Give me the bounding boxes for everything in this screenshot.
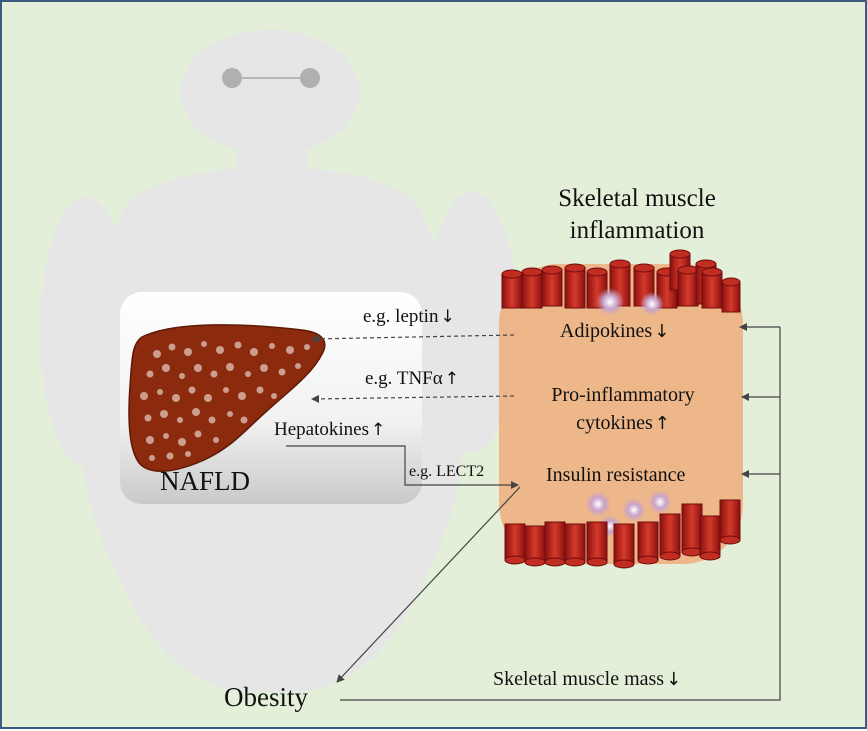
tnfa-arrow	[311, 394, 515, 403]
up-arrow-icon: ↑	[370, 420, 386, 440]
muscle-title-line1: Skeletal muscle	[558, 185, 716, 212]
tnfa-text: e.g. TNFα	[365, 368, 443, 389]
insulin-resistance-label: Insulin resistance	[546, 464, 686, 486]
tnfa-label: e.g. TNFα↑	[365, 368, 460, 390]
down-arrow-icon: ↓	[440, 307, 455, 327]
lect2-label: e.g. LECT2	[409, 463, 485, 480]
proinflammatory-line1: Pro-inflammatory	[551, 384, 695, 406]
hepatokine-arrow	[286, 445, 519, 489]
muscle-fibers-bottom	[504, 499, 741, 569]
liver-icon	[128, 324, 326, 472]
leptin-label: e.g. leptin↓	[363, 306, 455, 328]
muscle-title-line2: inflammation	[569, 216, 705, 244]
down-arrow-icon: ↓	[666, 669, 682, 690]
down-arrow-icon: ↓	[654, 321, 670, 342]
leptin-arrow	[311, 334, 515, 343]
up-arrow-icon: ↑	[654, 413, 670, 434]
muscle-mass-text: Skeletal muscle mass	[493, 668, 665, 690]
adipokines-label: Adipokines↓	[560, 320, 669, 342]
hepatokines-text: Hepatokines	[274, 419, 369, 440]
obesity-feedback-line	[340, 327, 781, 701]
leptin-text: e.g. leptin	[363, 306, 439, 327]
up-arrow-icon: ↑	[444, 369, 460, 389]
hepatokines-label: Hepatokines↑	[274, 419, 386, 441]
obesity-label: Obesity	[224, 682, 308, 712]
adipokines-text: Adipokines	[560, 320, 653, 342]
muscle-title: Skeletal muscle inflammation	[522, 185, 752, 244]
insulin-to-obesity-arrow	[336, 486, 521, 683]
nafld-label: NAFLD	[160, 466, 251, 496]
proinflammatory-label: Pro-inflammatory cytokines↑	[523, 384, 723, 434]
eyes	[222, 68, 320, 88]
muscle-mass-label: Skeletal muscle mass↓	[493, 668, 681, 690]
muscle-body	[499, 264, 743, 564]
proinflammatory-line2: cytokines	[576, 412, 653, 434]
